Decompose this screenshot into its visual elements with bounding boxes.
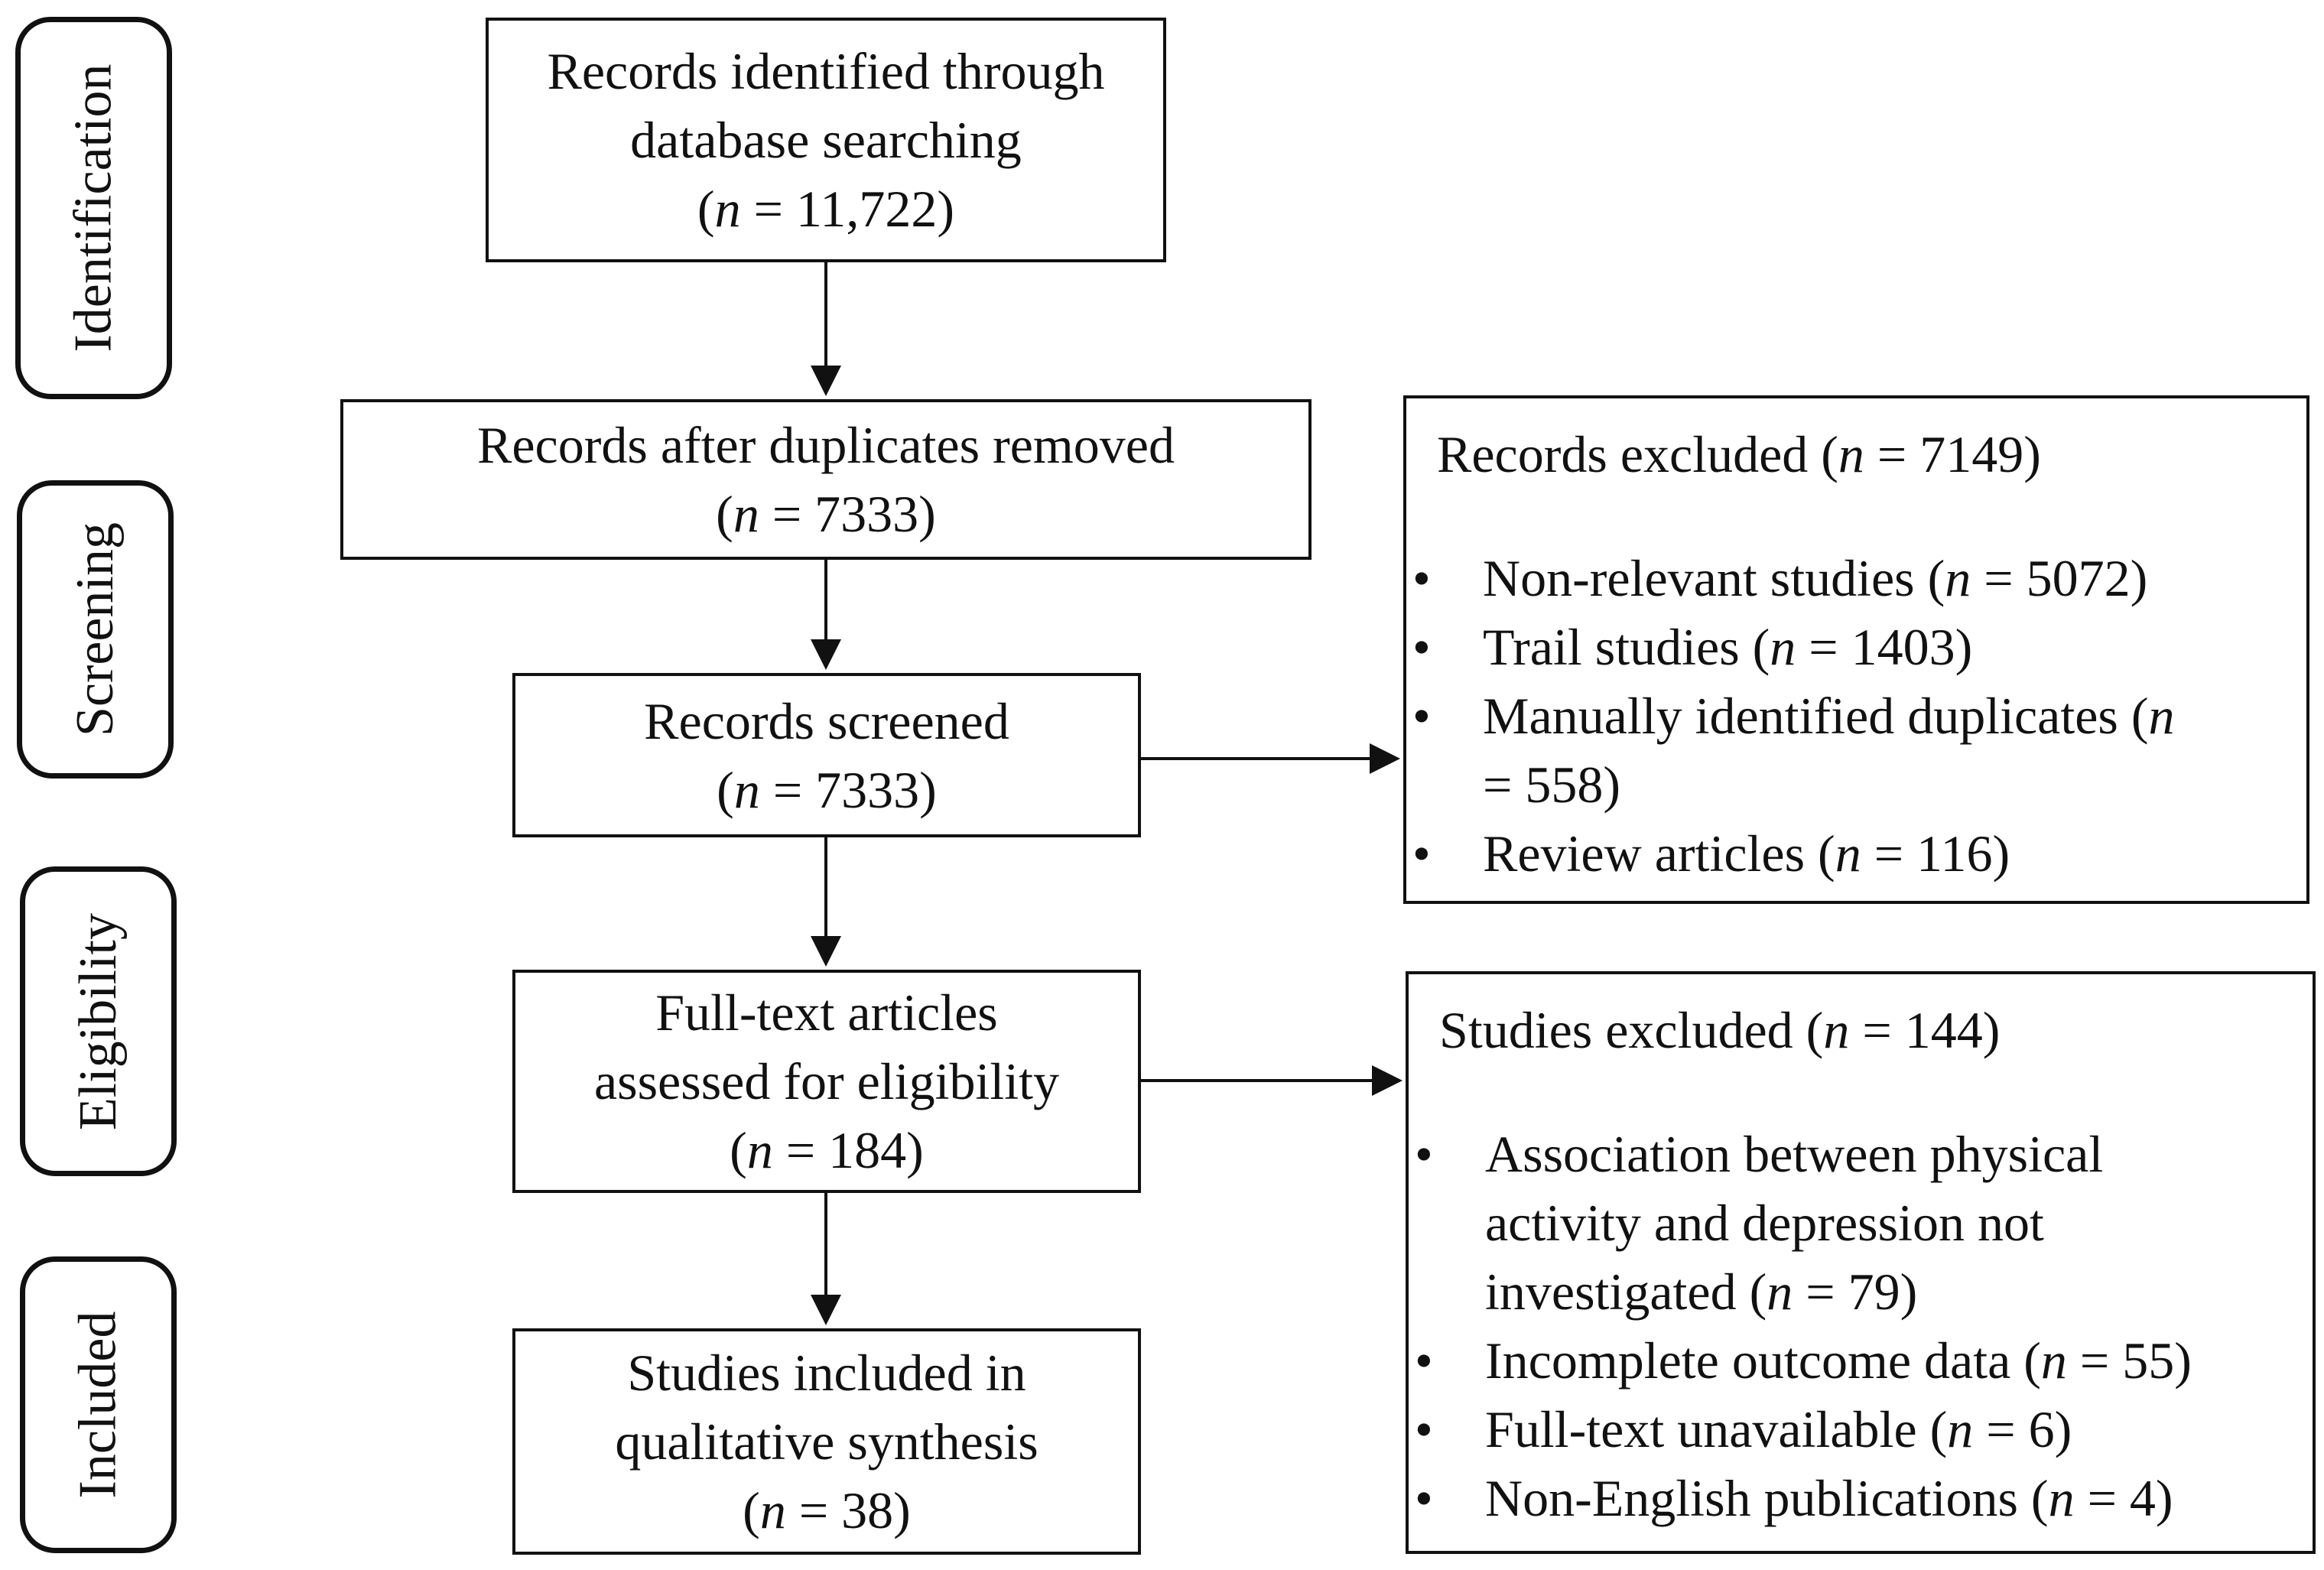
records-after-duplicates-line1: Records after duplicates removed (477, 416, 1175, 474)
studies-included-box: Studies included in qualitative synthesi… (512, 1328, 1141, 1555)
records-after-duplicates-count: (n = 7333) (716, 485, 936, 543)
records-excluded-box: Records excluded (n = 7149) Non-relevant… (1403, 395, 2309, 904)
fulltext-assessed-count: (n = 184) (730, 1121, 924, 1179)
stage-identification: Identification (15, 17, 172, 399)
records-identified-line1: Records identified through (547, 42, 1105, 100)
stage-screening: Screening (17, 480, 174, 778)
list-item: Manually identified duplicates (n= 558) (1412, 681, 2276, 819)
studies-excluded-heading: Studies excluded (n = 144) (1439, 1001, 2001, 1059)
studies-included-line2: qualitative synthesis (615, 1412, 1038, 1471)
fulltext-assessed-line1: Full-text articles (655, 983, 998, 1042)
studies-excluded-box: Studies excluded (n = 144) Association b… (1406, 971, 2316, 1554)
list-item: Full-text unavailable (n = 6) (1415, 1395, 2282, 1464)
stage-eligibility: Eligibility (20, 866, 177, 1176)
studies-included-line1: Studies included in (627, 1344, 1026, 1402)
studies-included-count: (n = 38) (743, 1481, 911, 1539)
fulltext-assessed-line2: assessed for eligibility (593, 1052, 1060, 1110)
records-identified-box: Records identified through database sear… (486, 18, 1166, 262)
list-item: Non-English publications (n = 4) (1415, 1464, 2282, 1533)
records-screened-count: (n = 7333) (717, 760, 937, 819)
records-after-duplicates-box: Records after duplicates removed (n = 73… (340, 399, 1312, 560)
stage-included: Included (20, 1256, 177, 1553)
list-item: Non-relevant studies (n = 5072) (1412, 544, 2276, 613)
records-screened-box: Records screened (n = 7333) (512, 673, 1141, 837)
list-item: Incomplete outcome data (n = 55) (1415, 1326, 2282, 1395)
fulltext-assessed-box: Full-text articles assessed for eligibil… (512, 970, 1141, 1193)
records-excluded-heading: Records excluded (n = 7149) (1437, 425, 2041, 483)
list-item: Review articles (n = 116) (1412, 819, 2276, 888)
list-item: Trail studies (n = 1403) (1412, 613, 2276, 681)
records-excluded-list: Non-relevant studies (n = 5072) Trail st… (1412, 544, 2276, 888)
records-identified-line2: database searching (630, 111, 1022, 169)
records-screened-line1: Records screened (644, 691, 1009, 750)
records-identified-count: (n = 11,722) (697, 180, 955, 238)
